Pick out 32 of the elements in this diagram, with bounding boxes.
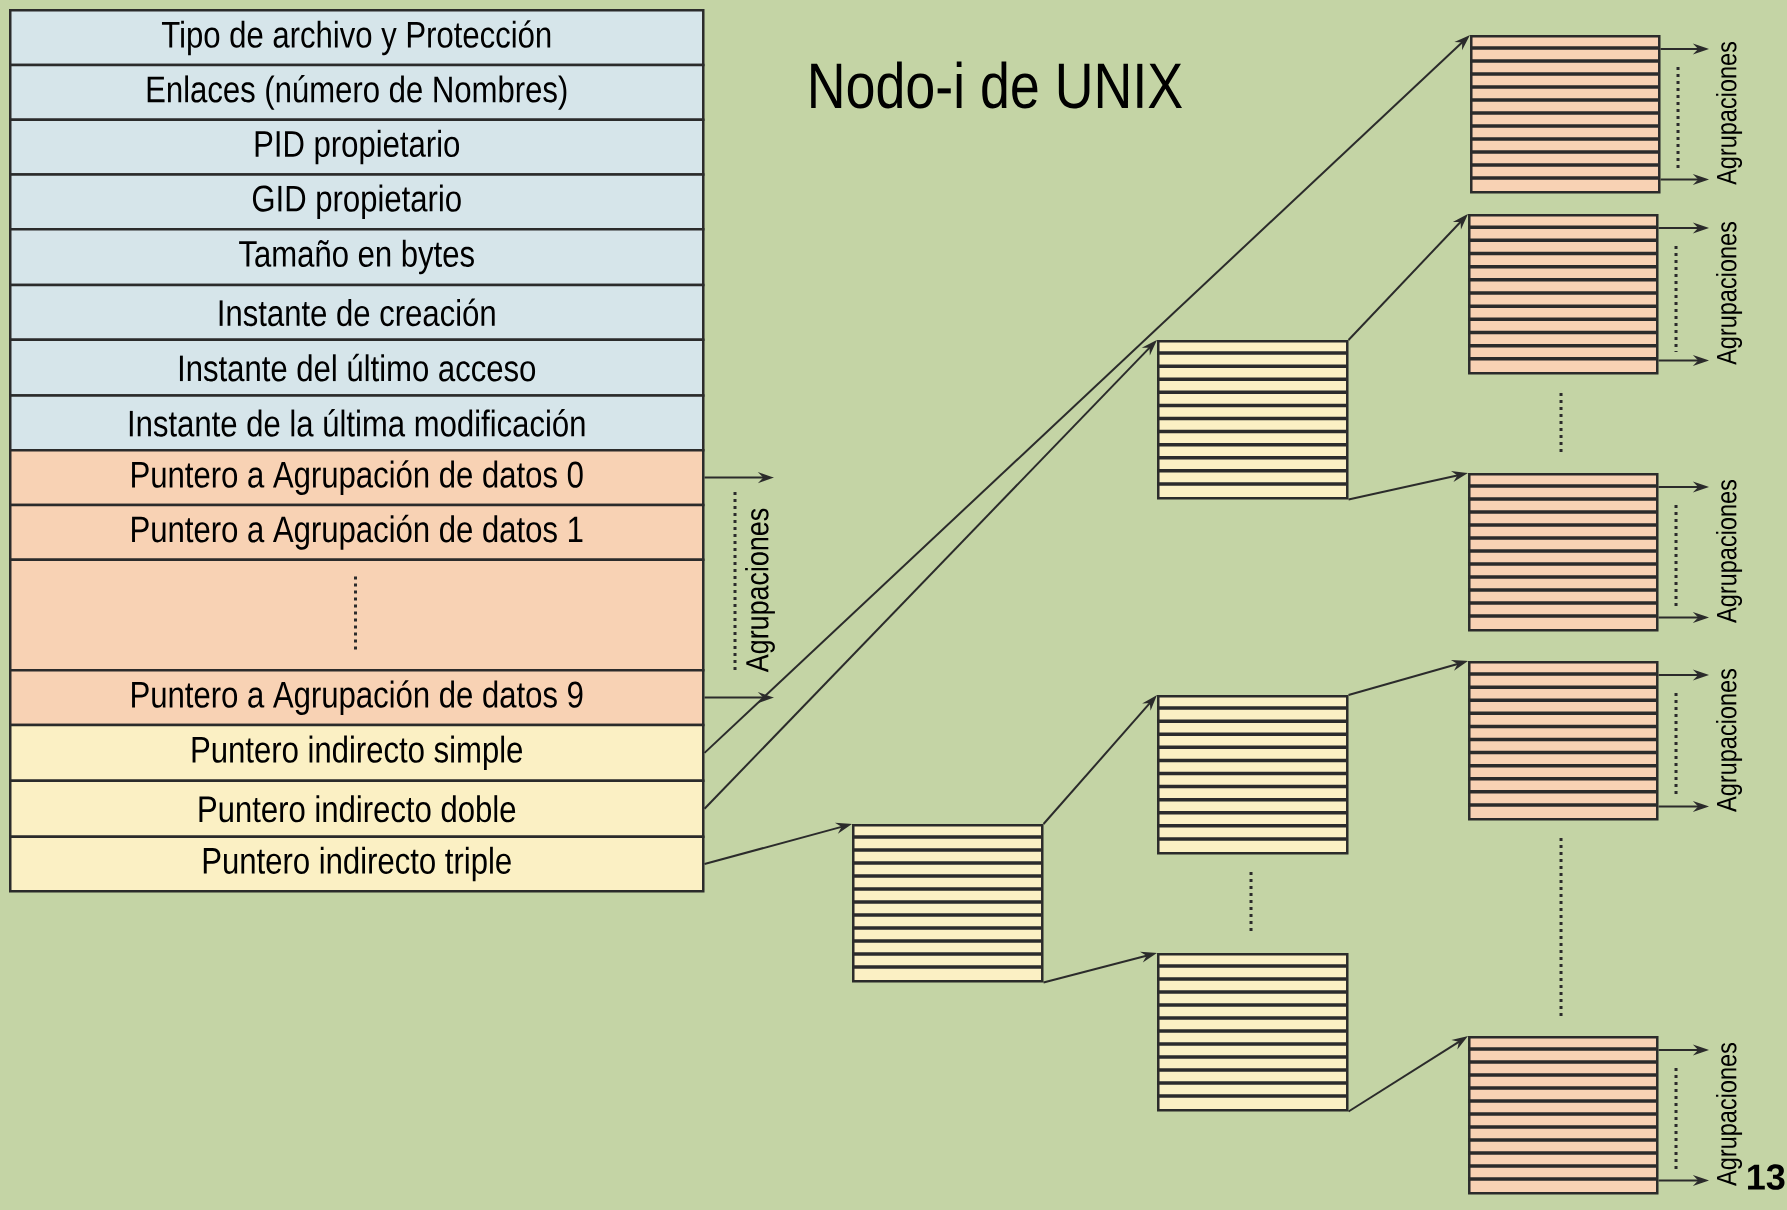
striped-block: [1468, 473, 1659, 632]
group-label: Agrupaciones: [1716, 1042, 1743, 1186]
striped-block: [1468, 661, 1659, 821]
striped-block: [1157, 953, 1349, 1112]
group-label: Agrupaciones: [1716, 479, 1743, 623]
table-row: GID propietario: [9, 173, 705, 231]
table-row: Tamaño en bytes: [9, 227, 705, 287]
table-row: Puntero a Agrupación de datos 1: [9, 503, 705, 561]
table-row: Puntero indirecto triple: [9, 835, 705, 893]
table-row: Instante de creación: [9, 283, 705, 341]
group-label: Agrupaciones: [1716, 221, 1743, 365]
striped-block: [1157, 695, 1349, 855]
striped-block: [1468, 214, 1659, 375]
table-row: Puntero indirecto doble: [9, 779, 705, 838]
table-row: Instante de la última modificación: [9, 394, 705, 452]
group-label: Agrupaciones: [745, 508, 775, 673]
table-row: PID propietario: [9, 118, 705, 176]
page-number: 13: [1748, 1164, 1785, 1190]
slide-title: Nodo-i de UNIX: [811, 61, 1182, 109]
striped-block: [1470, 35, 1661, 194]
table-row: Puntero indirecto simple: [9, 723, 705, 782]
striped-block: [1157, 340, 1349, 500]
table-row: Enlaces (número de Nombres): [9, 63, 705, 121]
striped-block: [852, 824, 1044, 983]
table-row: Puntero a Agrupación de datos 9: [9, 669, 705, 727]
table-row: [9, 558, 705, 672]
table-row: Tipo de archivo y Protección: [9, 9, 705, 67]
table-row: Instante del último acceso: [9, 338, 705, 397]
group-label: Agrupaciones: [1716, 668, 1743, 812]
group-label: Agrupaciones: [1716, 41, 1743, 185]
striped-block: [1468, 1036, 1659, 1195]
table-row: Puntero a Agrupación de datos 0: [9, 449, 705, 507]
